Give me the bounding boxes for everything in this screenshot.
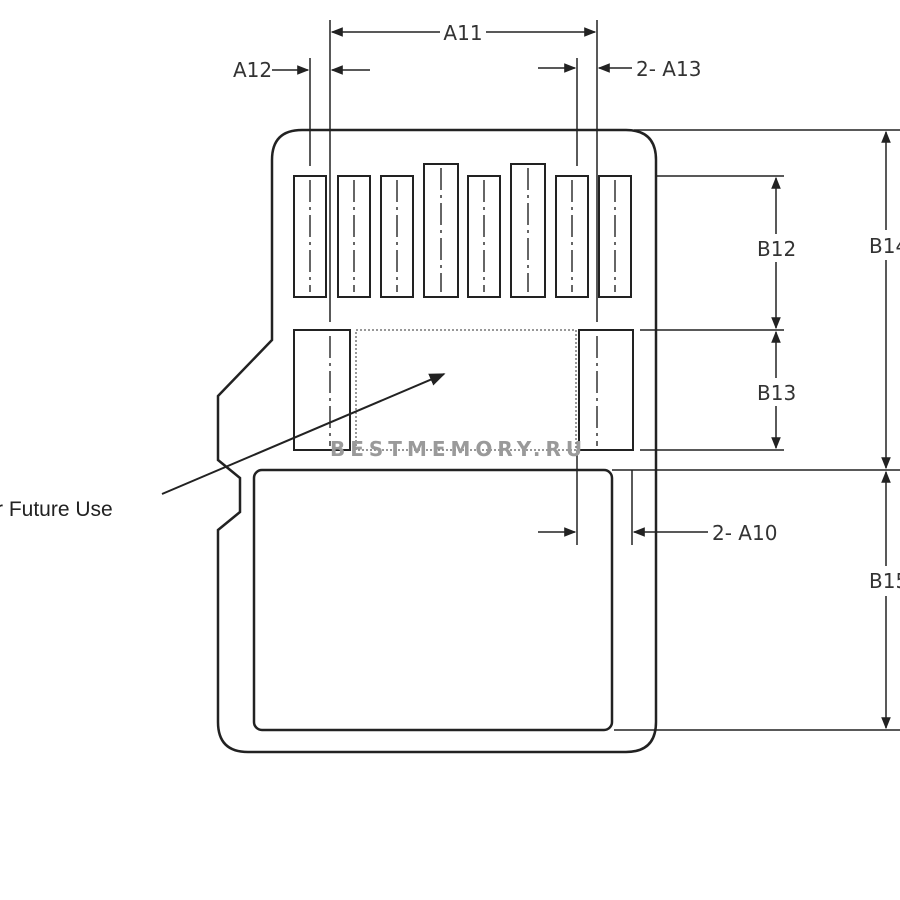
contact-pad xyxy=(467,175,501,298)
b15-label: B15 xyxy=(869,569,900,593)
dimension-b15: B15 xyxy=(868,470,900,730)
a13-label: 2- A13 xyxy=(636,57,701,81)
extension-lines-top xyxy=(309,20,598,322)
a11-label: A11 xyxy=(443,21,482,45)
b14-label: B14 xyxy=(869,234,900,258)
dimension-a12: A12 xyxy=(233,58,370,82)
dimension-b14: B14 xyxy=(868,130,900,470)
dimension-b12: B12 xyxy=(756,176,798,330)
extension-lines-right xyxy=(612,129,900,731)
contact-pad xyxy=(337,175,371,298)
contact-pad xyxy=(578,329,634,451)
leader-arrow xyxy=(161,373,446,495)
b13-label: B13 xyxy=(757,381,796,405)
a10-label: 2- A10 xyxy=(712,521,777,545)
contact-pad xyxy=(380,175,414,298)
contact-pad xyxy=(423,163,459,298)
watermark: BESTMEMORY.RU xyxy=(330,437,587,461)
second-contact-row xyxy=(293,329,634,451)
bottom-contact-area xyxy=(252,468,614,732)
a12-label: A12 xyxy=(233,58,272,82)
contact-pad xyxy=(510,163,546,298)
reserved-area xyxy=(355,329,577,451)
dimension-a10: 2- A10 xyxy=(538,450,777,545)
dimension-b13: B13 xyxy=(756,330,798,450)
dimension-a11: A11 xyxy=(330,20,597,45)
contact-pad xyxy=(555,175,589,298)
contact-pad xyxy=(598,175,632,298)
dimension-a13: 2- A13 xyxy=(538,57,701,81)
card-outline xyxy=(216,128,658,754)
top-contact-row xyxy=(293,163,632,298)
top-centerlines xyxy=(309,168,616,292)
contact-pad xyxy=(293,175,327,298)
second-row-centerlines xyxy=(329,336,598,446)
future-use-note: r Future Use xyxy=(0,498,113,521)
b12-label: B12 xyxy=(757,237,796,261)
contact-pad xyxy=(293,329,351,451)
